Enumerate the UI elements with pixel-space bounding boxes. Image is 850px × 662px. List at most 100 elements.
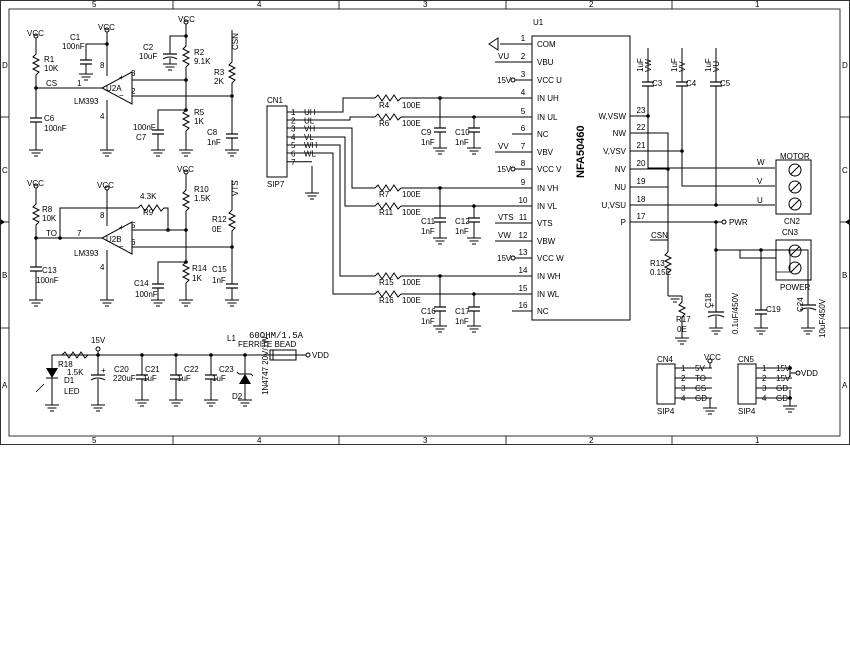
r5-value: 1K: [194, 117, 204, 126]
c7-ref: C7: [136, 133, 147, 142]
c21-value: 1uF: [143, 374, 157, 383]
frame-col-1-top: 1: [755, 0, 760, 9]
u2b-pin-4: 4: [100, 263, 105, 272]
connector-pin-number: 4: [681, 394, 686, 403]
c12-ref: C12: [455, 217, 470, 226]
u1-pin-name: NW: [613, 129, 627, 138]
c24-ref: C24: [796, 297, 805, 312]
r18-ref: R18: [58, 360, 73, 369]
net-csn-right: CSN: [651, 231, 668, 240]
cn2-label: MOTOR: [780, 152, 810, 161]
c22-value: 1uF: [177, 374, 191, 383]
connector-cn3-power: CN3 POWER: [775, 228, 812, 292]
u1-pin-name: VCC W: [537, 254, 564, 263]
frame-row-b-right: B: [842, 271, 847, 280]
frame-col-5-bottom: 5: [92, 436, 97, 445]
u1-pin-name: IN WL: [537, 290, 560, 299]
u1-pin-name: NV: [615, 165, 627, 174]
u1-pin-number: 8: [521, 159, 526, 168]
c1-ref: C1: [70, 33, 81, 42]
frame-row-c-left: C: [2, 166, 8, 175]
cn1-pin-number: 6: [291, 150, 296, 159]
c20-ref: C20: [114, 365, 129, 374]
net-csn-top: CSN: [231, 33, 240, 50]
r13-ref: R13: [650, 259, 665, 268]
u1-pin-name: COM: [537, 40, 556, 49]
r10-vcc: VCC: [177, 165, 194, 174]
c8-ref: C8: [207, 128, 218, 137]
u2b-vcc: VCC: [97, 181, 114, 190]
r10-ref: R10: [194, 185, 209, 194]
cn4-type: SIP4: [657, 407, 675, 416]
r15-ref: R15: [379, 278, 394, 287]
r8-value: 10K: [42, 214, 57, 223]
r4-ref: R4: [379, 101, 390, 110]
u1-pin-name: NU: [614, 183, 626, 192]
u1-pin-number: 11: [519, 213, 528, 222]
r15-value: 100E: [402, 278, 421, 287]
u2b-pin-6: 6: [131, 238, 136, 247]
svg-text:−: −: [119, 242, 124, 251]
u1-pin-number: 21: [637, 141, 646, 150]
connector-pin-number: 1: [762, 364, 767, 373]
net-cs-left: CS: [46, 79, 57, 88]
net-u: U: [757, 196, 763, 205]
frame-col-1-bottom: 1: [755, 436, 760, 445]
gate-drive-network: R4 100E R6 100E C9 1nF C10 1nF R7 100E R…: [287, 52, 532, 333]
u1-pin-name: VCC V: [537, 165, 562, 174]
u1-pin-number: 14: [519, 266, 528, 275]
c5-value: 1uF: [704, 58, 713, 72]
u1-part-number: NFA50460: [575, 125, 587, 178]
cn1-pin-name: UL: [304, 116, 315, 125]
net-15v-w: 15V: [497, 254, 512, 263]
c18-ref: C18: [704, 293, 713, 308]
net-pwr: PWR: [729, 218, 748, 227]
connector-pin-number: 2: [681, 374, 686, 383]
d1-ref: D1: [64, 376, 75, 385]
r12-value: 0E: [212, 225, 222, 234]
u2a-pin-3: 3: [131, 69, 136, 78]
r2-vcc: VCC: [178, 15, 195, 24]
r16-ref: R16: [379, 296, 394, 305]
cn5-ref: CN5: [738, 355, 755, 364]
u1-pin-number: 13: [519, 248, 528, 257]
connector-pin-name: GD: [776, 384, 788, 393]
connector-pin-name: GD: [695, 394, 707, 403]
c15-ref: C15: [212, 265, 227, 274]
com-ground-icon: [488, 37, 499, 51]
power-stage: 1uF 1uF 1uF VW VV VU C3 C4 C5 W V U PWR …: [630, 48, 827, 345]
u1-pin-number: 7: [521, 142, 526, 151]
cn1-pin-name: WL: [304, 150, 317, 159]
led-icon: [46, 368, 58, 378]
frame-row-d-right: D: [842, 61, 848, 70]
u1-pin-number: 5: [521, 107, 526, 116]
net-15v-u: 15V: [497, 76, 512, 85]
c13-value: 100nF: [36, 276, 59, 285]
u2a-pin-4: 4: [100, 112, 105, 121]
l1-ref: L1: [227, 334, 236, 343]
u2b-pin-7: 7: [77, 229, 82, 238]
u1-pin-name: VBU: [537, 58, 554, 67]
u2a-ref: U2A: [106, 84, 122, 93]
r12-ref: R12: [212, 215, 227, 224]
c10-value: 1nF: [455, 138, 469, 147]
u1-pin-number: 1: [521, 34, 526, 43]
c16-value: 1nF: [421, 317, 435, 326]
r3-value: 2K: [214, 77, 224, 86]
r13-value: 0.15E: [650, 268, 671, 277]
r1-ref: R1: [44, 55, 55, 64]
r3-ref: R3: [214, 68, 225, 77]
r7-value: 100E: [402, 190, 421, 199]
u1-pin-name: IN UH: [537, 94, 559, 103]
net-v: V: [757, 177, 763, 186]
c11-value: 1nF: [421, 227, 435, 236]
u2a-vcc: VCC: [98, 23, 115, 32]
r14-ref: R14: [192, 264, 207, 273]
c3-net-vw: VW: [644, 59, 653, 72]
u1-pin-name: IN VL: [537, 202, 558, 211]
c7-value: 100nF: [133, 123, 156, 132]
